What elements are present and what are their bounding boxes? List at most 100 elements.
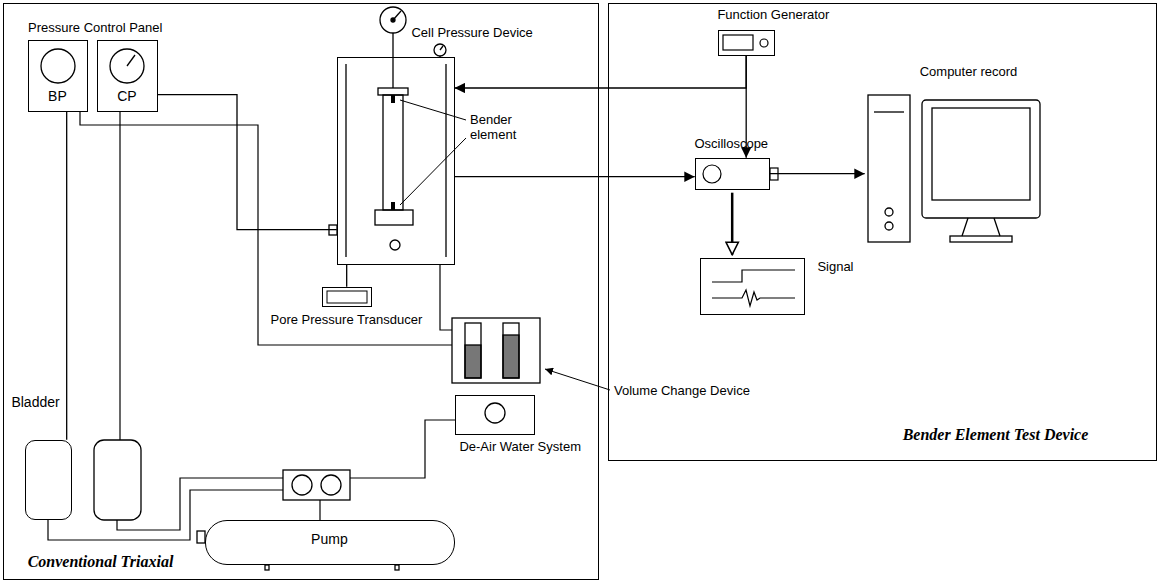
pressure-gauge (41, 49, 75, 83)
pipe-line (119, 112, 120, 440)
valve-block (321, 475, 341, 495)
volume-change-device (465, 345, 481, 378)
computer-symbol (885, 222, 893, 230)
node-label: Cell Pressure Device (411, 25, 532, 40)
oscilloscope-face (703, 165, 721, 183)
pore-pressure-transducer: Pore Pressure Transducer (322, 287, 372, 307)
bladder (94, 440, 141, 520)
pressure-gauge (110, 49, 144, 83)
node-label: Function Generator (717, 7, 829, 22)
leader-line (545, 369, 610, 390)
triaxial-cell-parts (445, 64, 446, 257)
pipe-line (48, 112, 455, 540)
node-label: Bladder (11, 395, 59, 410)
de-air-pump-motor (485, 403, 505, 423)
volume-change-device (452, 318, 540, 383)
triaxial-cell-parts (390, 240, 400, 250)
bladder: Bladder (25, 440, 72, 520)
valve-block (292, 475, 312, 495)
signal-trace (712, 290, 795, 306)
computer-symbol (950, 236, 1012, 242)
pump-fittings (265, 565, 269, 570)
oscilloscope-face (703, 165, 778, 183)
pipe-line (48, 490, 283, 540)
computer-symbol (922, 100, 1040, 218)
pump-fittings (395, 565, 399, 570)
bladder (94, 440, 141, 520)
volume-change-device (503, 335, 519, 378)
oscilloscope: Oscilloscope (695, 158, 770, 190)
pressure-controller: BP (28, 40, 88, 112)
triaxial-cell-parts (375, 210, 413, 225)
function-generator-face (723, 35, 768, 50)
computer: Computer record (865, 95, 1042, 242)
signal-trace (712, 270, 795, 282)
triaxial-cell-parts (393, 11, 401, 20)
connector (158, 95, 337, 230)
node-label: Bender Element Test Device (903, 426, 1089, 444)
triaxial-cell-parts (434, 44, 446, 56)
pipe-line (319, 500, 320, 520)
connector (455, 176, 695, 177)
valve-block (283, 470, 350, 500)
node-label: Conventional Triaxial (28, 553, 174, 571)
leader-line (400, 100, 466, 120)
pipe-line (350, 420, 455, 478)
node-label: Oscilloscope (694, 136, 768, 151)
part-label: Bender element (470, 112, 532, 142)
leader-line (400, 100, 610, 390)
computer-symbol (885, 208, 893, 216)
function-generator-face (760, 39, 768, 47)
connector (346, 265, 347, 287)
triaxial-cell-parts (383, 95, 403, 210)
triaxial-cell-parts (378, 88, 408, 95)
transducer-display (327, 291, 367, 303)
volume-change-device (452, 318, 540, 383)
volume-change-device (465, 323, 481, 378)
connector (731, 193, 734, 255)
valve-block (283, 470, 350, 500)
connector (770, 173, 865, 174)
computer-symbol (868, 95, 910, 242)
pressure-gauge (127, 55, 135, 66)
leader-line (400, 138, 466, 205)
de-air-water-system: De-Air Water System (455, 395, 535, 435)
function-generator: Function Generator (718, 30, 775, 56)
bender-element (391, 95, 395, 103)
triaxial-cell-parts (392, 33, 393, 88)
panel-frame: Conventional Triaxial BP CP Cell Pressure D… (3, 3, 599, 580)
computer-symbol (962, 218, 1000, 236)
callout-label: Volume Change Device (614, 383, 750, 398)
function-generator-face (723, 35, 753, 50)
node-label: De-Air Water System (459, 439, 581, 454)
node-label: Signal (817, 259, 853, 274)
pump-fittings (197, 531, 205, 543)
computer-symbol (868, 95, 1040, 242)
pump-tank: Pump (205, 520, 455, 565)
de-air-pump-motor (485, 403, 505, 423)
triaxial-cell-parts (345, 64, 346, 257)
connector (455, 56, 747, 88)
bender-element (391, 95, 395, 210)
bender-element (391, 202, 395, 210)
signal-trace (712, 270, 795, 306)
pressure-gauge (41, 49, 144, 83)
node-label: Pore Pressure Transducer (266, 312, 426, 327)
node-label: BP (27, 89, 87, 104)
signal-display: Signal (700, 258, 805, 315)
node-label: Pump (204, 532, 454, 547)
node-label: Computer record (920, 64, 1018, 79)
triaxial-cell-parts (440, 46, 443, 50)
transducer-display (327, 291, 367, 303)
node-label: CP (96, 89, 157, 104)
pressure-controller: CP (97, 40, 158, 112)
computer-symbol (932, 108, 1030, 200)
triaxial-cell: Cell Pressure Device (337, 57, 455, 265)
triaxial-cell-parts (380, 7, 406, 33)
computer-symbol (874, 111, 904, 112)
connector (66, 112, 67, 440)
volume-change-device (503, 323, 519, 378)
pipe-line (440, 265, 452, 330)
